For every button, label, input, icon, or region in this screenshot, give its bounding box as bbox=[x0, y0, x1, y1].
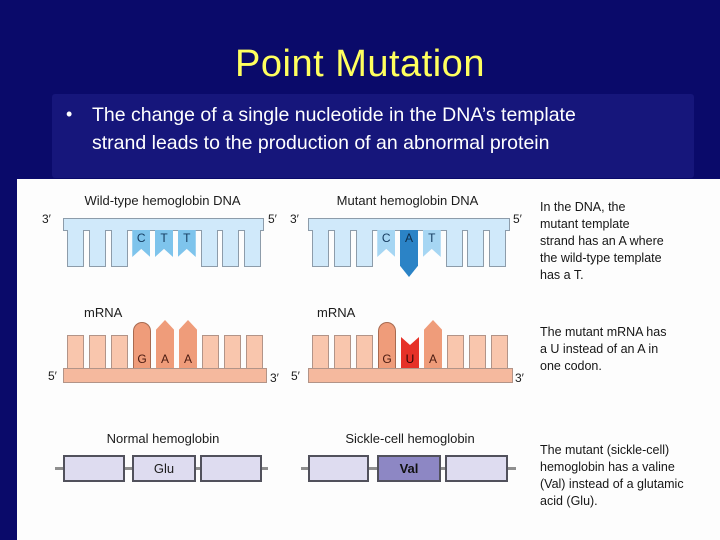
normal-hemoglobin-label: Normal hemoglobin bbox=[106, 431, 220, 446]
dna-base bbox=[489, 230, 506, 267]
base-letter: C bbox=[136, 231, 146, 245]
mrna-base bbox=[491, 335, 508, 368]
mrna-base-highlight: A bbox=[156, 320, 174, 368]
wildtype-mrna-backbone bbox=[63, 368, 267, 383]
base-letter: T bbox=[183, 231, 191, 245]
wildtype-mrna-5prime-label: 5′ bbox=[48, 369, 57, 383]
dna-base bbox=[110, 230, 128, 267]
mrna-base-highlight: A bbox=[179, 320, 197, 368]
mrna-base bbox=[447, 335, 464, 368]
wildtype-dna-label: Wild-type hemoglobin DNA bbox=[84, 193, 241, 208]
mrna-base bbox=[224, 335, 241, 368]
mrna-base-highlight: G bbox=[133, 322, 151, 368]
bullet-marker: • bbox=[66, 104, 73, 124]
dna-base bbox=[355, 230, 373, 267]
dna-base bbox=[200, 230, 218, 267]
wildtype-dna-3prime-label: 3′ bbox=[42, 212, 51, 226]
residue-label: Glu bbox=[153, 461, 175, 476]
dna-base bbox=[312, 230, 329, 267]
mrna-base bbox=[334, 335, 351, 368]
base-letter: G bbox=[137, 352, 147, 366]
mutant-dna-bases: C A T bbox=[312, 230, 506, 278]
dna-base bbox=[222, 230, 240, 267]
base-letter: U bbox=[405, 352, 415, 366]
base-letter: A bbox=[404, 231, 413, 245]
mutant-mrna-5prime-label: 5′ bbox=[291, 369, 300, 383]
mrna-base bbox=[111, 335, 128, 368]
wildtype-dna-bases: C T T bbox=[67, 230, 261, 278]
wildtype-mrna-3prime-label: 3′ bbox=[270, 371, 279, 385]
mutant-dna-label: Mutant hemoglobin DNA bbox=[336, 193, 479, 208]
wildtype-dna-5prime-label: 5′ bbox=[268, 212, 277, 226]
dna-base-highlight: T bbox=[155, 230, 173, 257]
mrna-base bbox=[312, 335, 329, 368]
dna-base bbox=[244, 230, 261, 267]
note-protein: The mutant (sickle-cell) hemoglobin has … bbox=[540, 443, 684, 508]
sickle-cell-hemoglobin-label: Sickle-cell hemoglobin bbox=[345, 431, 475, 446]
base-letter: T bbox=[160, 231, 168, 245]
page-title: Point Mutation bbox=[235, 43, 485, 85]
dna-base-mutated: A bbox=[400, 230, 418, 277]
bullet-text: The change of a single nucleotide in the… bbox=[92, 104, 576, 154]
wildtype-mrna-bases: G A A bbox=[67, 320, 263, 368]
dna-base bbox=[67, 230, 84, 267]
note-dna: In the DNA, the mutant template strand h… bbox=[540, 200, 664, 282]
mutant-dna-5prime-label: 5′ bbox=[513, 212, 522, 226]
mutant-mrna-bases: G U A bbox=[312, 320, 508, 368]
dna-base bbox=[445, 230, 463, 267]
dna-base-highlight: C bbox=[132, 230, 151, 257]
mrna-base-highlight: A bbox=[424, 320, 442, 368]
amino-acid-box-glu: Glu bbox=[132, 455, 196, 482]
mutant-mrna-3prime-label: 3′ bbox=[515, 371, 524, 385]
mrna-base-mutated: U bbox=[401, 337, 419, 368]
amino-acid-box bbox=[200, 455, 262, 482]
amino-acid-box bbox=[445, 455, 508, 482]
dna-base bbox=[88, 230, 106, 267]
note-mrna: The mutant mRNA has a U instead of an A … bbox=[540, 325, 667, 373]
amino-acid-box-val: Val bbox=[377, 455, 441, 482]
mutant-mrna-label: mRNA bbox=[317, 305, 356, 320]
dna-base-highlight: T bbox=[177, 230, 196, 257]
base-letter: C bbox=[381, 231, 391, 245]
base-letter: A bbox=[183, 352, 192, 366]
amino-acid-box bbox=[308, 455, 369, 482]
mrna-base bbox=[246, 335, 263, 368]
mrna-base bbox=[356, 335, 373, 368]
dna-base bbox=[467, 230, 485, 267]
base-letter: T bbox=[428, 231, 436, 245]
base-letter: G bbox=[382, 352, 392, 366]
mutant-dna-3prime-label: 3′ bbox=[290, 212, 299, 226]
dna-base-highlight: C bbox=[377, 230, 396, 257]
amino-acid-box bbox=[63, 455, 125, 482]
mutant-mrna-backbone bbox=[308, 368, 513, 383]
base-letter: A bbox=[428, 352, 437, 366]
residue-label: Val bbox=[399, 461, 419, 476]
mrna-base bbox=[89, 335, 106, 368]
mrna-base bbox=[469, 335, 486, 368]
base-letter: A bbox=[160, 352, 169, 366]
mrna-base bbox=[67, 335, 84, 368]
bullet-highlight-box bbox=[52, 94, 694, 178]
wildtype-mrna-label: mRNA bbox=[84, 305, 123, 320]
dna-base bbox=[333, 230, 351, 267]
dna-base-highlight: T bbox=[422, 230, 441, 257]
mrna-base-highlight: G bbox=[378, 322, 396, 368]
mrna-base bbox=[202, 335, 219, 368]
